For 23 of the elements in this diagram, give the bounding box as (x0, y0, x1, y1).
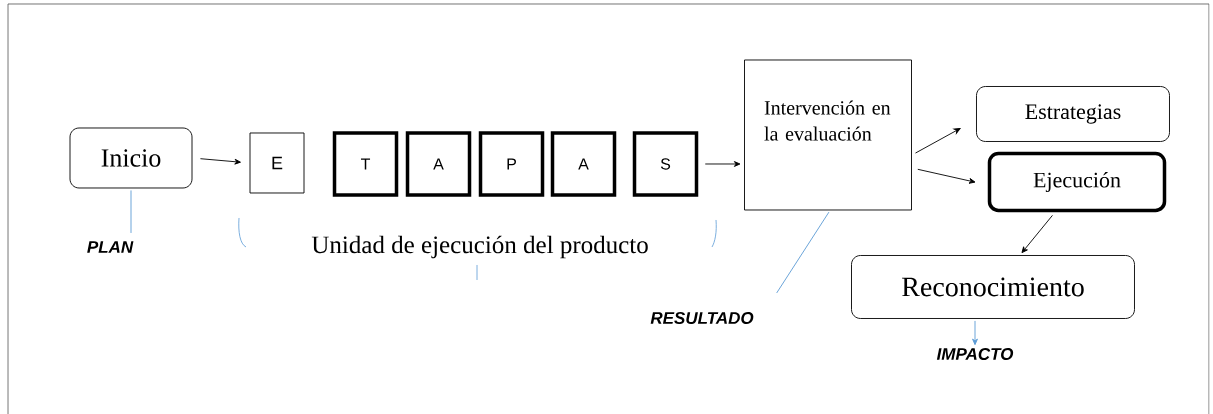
caption-text: IMPACTO (936, 347, 1014, 360)
caption-text: RESULTADO (650, 311, 754, 324)
arrow (917, 168, 976, 184)
process-box: Ejecución (987, 151, 1167, 213)
caption-text: PLAN (87, 241, 134, 253)
process-box: Estrategias (976, 86, 1170, 142)
start-box: Inicio (69, 127, 193, 189)
leader-line (130, 190, 132, 234)
letter-box: P (478, 131, 545, 197)
arrow (704, 161, 741, 167)
letter-box: A (405, 131, 472, 197)
process-box: Reconocimiento (851, 255, 1135, 319)
process-box: Intervención en la evaluación (744, 59, 912, 211)
letter-box: S (632, 131, 699, 197)
arrow (915, 128, 961, 154)
arrow (1021, 214, 1053, 254)
arrow (972, 320, 978, 346)
leader-line (776, 211, 830, 294)
arrow (200, 158, 241, 165)
letter-box: T (332, 131, 399, 197)
letter-box: E (249, 132, 305, 194)
letter-box: A (550, 131, 617, 197)
bracket-label: Unidad de ejecución del producto (311, 235, 648, 259)
